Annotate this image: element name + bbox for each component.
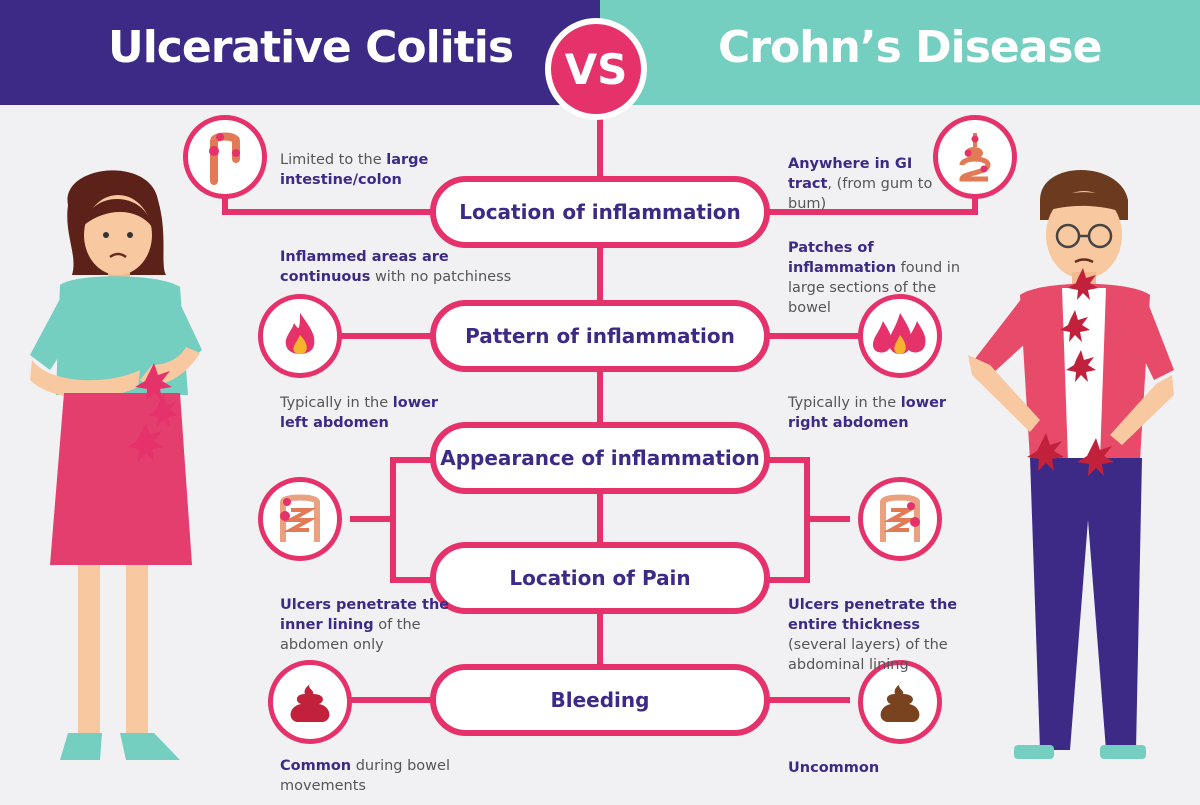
crohns-location-text: Anywhere in GI tract, (from gum to bum) bbox=[788, 156, 933, 212]
vs-badge: VS bbox=[545, 18, 647, 120]
multi-flame-icon bbox=[858, 294, 942, 378]
pill-appearance-of-inflammation: Appearance of inflammation bbox=[430, 422, 770, 494]
crohns-bleeding-text: Uncommon bbox=[788, 760, 880, 776]
uc-location-text: Limited to the large intestine/colon bbox=[280, 152, 429, 188]
pill-location-of-pain: Location of Pain bbox=[430, 542, 770, 614]
uc-bleeding-text: Common during bowel movements bbox=[280, 758, 450, 794]
crohns-pain-text: Typically in the lower right abdomen bbox=[788, 395, 947, 431]
crohns-pattern-text: Patches of inflammation found in large s… bbox=[788, 240, 961, 316]
intestine-left-icon bbox=[258, 477, 342, 561]
bloody-stool-icon bbox=[268, 660, 352, 744]
header-left-band bbox=[0, 0, 600, 105]
man-illustration bbox=[968, 170, 1174, 759]
uc-title: Ulcerative Colitis bbox=[108, 22, 514, 73]
pill-bleeding: Bleeding bbox=[430, 664, 770, 736]
stool-icon bbox=[858, 660, 942, 744]
single-flame-icon bbox=[258, 294, 342, 378]
pill-pattern-of-inflammation: Pattern of inflammation bbox=[430, 300, 770, 372]
gi-tract-icon bbox=[933, 115, 1017, 199]
woman-illustration bbox=[30, 170, 202, 760]
colon-icon bbox=[183, 115, 267, 199]
intestine-right-icon bbox=[858, 477, 942, 561]
crohns-appearance-text: Ulcers penetrate the entire thickness (s… bbox=[788, 597, 958, 673]
uc-appearance-text: Ulcers penetrate the inner lining of the… bbox=[280, 597, 450, 653]
uc-pattern-text: Inflammed areas are continuous with no p… bbox=[280, 249, 512, 285]
crohns-title: Crohn’s Disease bbox=[718, 22, 1102, 73]
header-right-band bbox=[600, 0, 1200, 105]
pill-location-of-inflammation: Location of inflammation bbox=[430, 176, 770, 248]
uc-pain-text: Typically in the lower left abdomen bbox=[280, 395, 439, 431]
